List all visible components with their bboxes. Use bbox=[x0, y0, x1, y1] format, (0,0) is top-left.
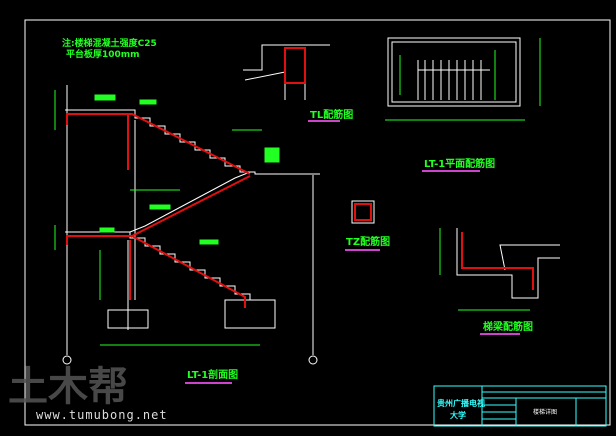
section-rebar bbox=[66, 113, 251, 308]
plan-stair-treads bbox=[424, 60, 482, 100]
title-block bbox=[433, 385, 607, 427]
title-block-client: 贵州广播电视 bbox=[437, 398, 485, 408]
watermark-logo-text: 土木帮 bbox=[8, 364, 128, 410]
plan-rebar bbox=[385, 38, 541, 121]
tl-rebar bbox=[284, 47, 306, 84]
tl-detail bbox=[243, 44, 330, 100]
title-block-drawing-name: 楼梯详图 bbox=[533, 408, 557, 416]
section-title: LT-1剖面图 bbox=[187, 368, 238, 381]
beam-dims bbox=[439, 228, 530, 311]
beam-title: 梯梁配筋图 bbox=[483, 320, 533, 333]
general-note-line1: 注:楼梯混凝土强度C25 bbox=[62, 37, 157, 49]
beam-detail bbox=[456, 228, 560, 299]
tz-title: TZ配筋图 bbox=[346, 235, 390, 248]
watermark-logo: 土木帮 bbox=[8, 364, 128, 410]
plan-title: LT-1平面配筋图 bbox=[424, 157, 495, 170]
axis-bubble-a bbox=[62, 355, 72, 365]
sheet-border bbox=[24, 19, 611, 426]
section-dims bbox=[54, 90, 280, 346]
tz-section bbox=[351, 200, 375, 224]
watermark-url: www.tumubong.net bbox=[36, 408, 168, 422]
tz-rebar bbox=[354, 203, 372, 221]
title-block-client-line2: 大学 bbox=[450, 410, 466, 420]
general-note-line2: 平台板厚100mm bbox=[66, 48, 140, 60]
tl-title: TL配筋图 bbox=[310, 108, 353, 121]
section-lt1 bbox=[65, 85, 320, 355]
beam-rebar bbox=[461, 232, 534, 290]
axis-bubble-b bbox=[308, 355, 318, 365]
plan-lt1 bbox=[387, 37, 521, 107]
